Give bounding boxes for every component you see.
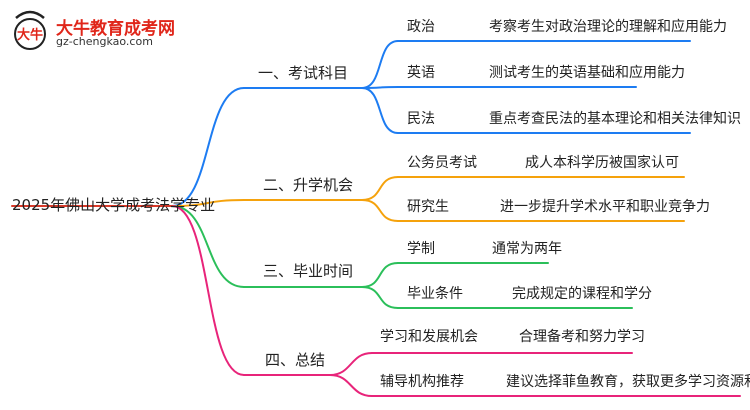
leaf-civil-service-exam: 公务员考试 [407,155,477,171]
bull-logo-icon: 大牛 [14,10,46,50]
leaf-politics: 政治 [407,19,435,35]
site-logo[interactable]: 大牛 大牛教育成考网 gz-chengkao.com [10,6,210,56]
leaf-graduation-requirements-desc: 完成规定的课程和学分 [512,286,652,302]
connector-graduation-leaf-1 [361,286,399,309]
connector-subjects-leaf-1 [361,86,399,89]
connector-summary-leaf-1 [329,374,373,397]
leaf-tutoring-recommendation-desc: 建议选择菲鱼教育，获取更多学习资源和指导 [506,374,750,390]
leaf-postgraduate-desc: 进一步提升学术水平和职业竞争力 [500,199,710,215]
connector-root-summary [171,205,245,376]
root-topic: 2025年佛山大学成考法学专业 [12,196,216,214]
connector-subjects-leaf-2 [361,87,399,134]
leaf-civil-service-exam-desc: 成人本科学历被国家认可 [525,155,679,171]
leaf-learning-opportunities: 学习和发展机会 [380,329,478,345]
branch-further-study: 二、升学机会 [263,176,354,194]
connector-root-graduation [171,205,245,288]
leaf-tutoring-recommendation: 辅导机构推荐 [380,374,464,390]
connector-further-study-leaf-0 [361,176,399,201]
leaf-civil-law: 民法 [407,111,435,127]
connector-graduation-leaf-0 [361,262,399,288]
leaf-postgraduate: 研究生 [407,199,449,215]
connector-subjects-leaf-0 [361,40,399,89]
leaf-learning-opportunities-desc: 合理备考和努力学习 [519,329,645,345]
branch-summary: 四、总结 [265,351,326,369]
leaf-politics-desc: 考察考生对政治理论的理解和应用能力 [489,19,727,35]
connector-further-study-leaf-1 [361,199,399,222]
branch-exam-subjects: 一、考试科目 [258,64,349,82]
logo-site-url: gz-chengkao.com [56,35,153,48]
leaf-graduation-requirements: 毕业条件 [407,286,463,302]
leaf-english: 英语 [407,65,435,81]
connector-root-further-study [171,199,245,207]
connector-summary-leaf-0 [329,352,373,376]
branch-graduation-time: 三、毕业时间 [263,262,354,280]
leaf-program-length: 学制 [407,241,435,257]
logo-site-name: 大牛教育成考网 [56,19,175,39]
leaf-civil-law-desc: 重点考查民法的基本理论和相关法律知识 [489,111,741,127]
logo-mark-text: 大牛 [17,27,43,43]
leaf-english-desc: 测试考生的英语基础和应用能力 [489,65,685,81]
connector-root-subjects [171,87,245,207]
leaf-program-length-desc: 通常为两年 [492,241,562,257]
